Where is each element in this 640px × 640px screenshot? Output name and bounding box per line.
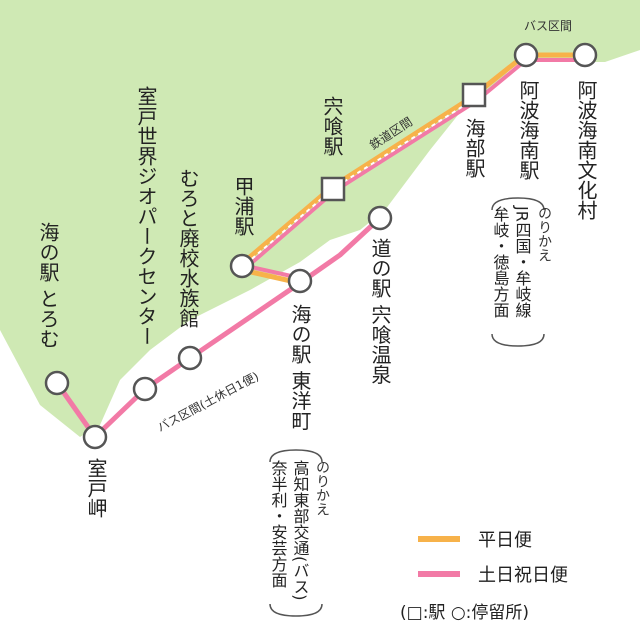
legend-weekend-swatch bbox=[418, 571, 460, 577]
stop-kannoura-marker[interactable] bbox=[229, 253, 255, 279]
stop-name-awakainan: 阿波海南駅 bbox=[516, 80, 540, 181]
transfer-jr-line1: JR四国・牟岐線 bbox=[513, 205, 532, 318]
stop-toromu-marker[interactable] bbox=[44, 370, 70, 396]
transfer-bus-line2: 奈半利・安芸方面 bbox=[269, 460, 288, 588]
stop-name-kannoura: 甲浦駅 bbox=[231, 176, 255, 237]
stop-name-bunkamura: 阿波海南文化村 bbox=[574, 80, 598, 220]
stop-name-haikou: むろと廃校水族館 bbox=[176, 168, 200, 328]
legend: 平日便 土日祝日便 (□:駅 ○:停留所) bbox=[400, 530, 568, 623]
transfer-bus: のりかえ 高知東部交通(バス) 奈半利・安芸方面 bbox=[269, 449, 330, 617]
stop-name-murotomisaki: 室戸岬 bbox=[84, 458, 108, 518]
transfer-jr-bracket-top bbox=[491, 197, 545, 211]
stop-toyo-marker[interactable] bbox=[287, 268, 313, 294]
legend-weekday-label: 平日便 bbox=[478, 530, 532, 551]
stop-name-shishikui: 宍喰駅 bbox=[320, 96, 344, 157]
stop-haikou-marker[interactable] bbox=[177, 345, 203, 371]
transfer-jr-bracket-bottom bbox=[491, 333, 545, 347]
stop-awakainan-marker[interactable] bbox=[513, 42, 539, 68]
label-bus-bottom: バス区間(土休日1便) bbox=[155, 369, 261, 434]
stop-murotomisaki-marker[interactable] bbox=[82, 424, 108, 450]
stop-onsen-marker[interactable] bbox=[367, 205, 393, 231]
stop-name-kaifu: 海部駅 bbox=[462, 118, 486, 179]
transfer-jr-title: のりかえ bbox=[536, 206, 552, 262]
station-shishikui-marker[interactable] bbox=[320, 176, 346, 202]
stop-name-geopark: 室戸世界ジオパークセンター bbox=[134, 86, 158, 346]
land-area bbox=[0, 0, 640, 437]
transfer-bus-line1: 高知東部交通(バス) bbox=[291, 460, 310, 600]
legend-weekday-swatch bbox=[418, 536, 460, 542]
stop-bunkamura-marker[interactable] bbox=[572, 42, 598, 68]
stop-name-onsen: 道の駅 宍喰温泉 bbox=[368, 238, 392, 385]
station-kaifu-marker[interactable] bbox=[461, 82, 487, 108]
transfer-bus-bracket-top bbox=[269, 449, 323, 463]
transfer-jr-line2: 牟岐・徳島方面 bbox=[491, 206, 510, 318]
stop-name-toromu: 海の駅 とろむ bbox=[36, 222, 60, 349]
transfer-bus-title: のりかえ bbox=[314, 460, 330, 516]
transfer-jr: のりかえ JR四国・牟岐線 牟岐・徳島方面 bbox=[491, 197, 552, 347]
stop-name-toyo: 海の駅 東洋町 bbox=[288, 304, 312, 431]
stop-geopark-marker[interactable] bbox=[132, 376, 158, 402]
legend-symbols: (□:駅 ○:停留所) bbox=[400, 603, 529, 623]
transfer-bus-bracket-bottom bbox=[269, 603, 323, 617]
legend-weekend-label: 土日祝日便 bbox=[478, 565, 568, 586]
label-bus-top: バス区間 bbox=[524, 19, 572, 33]
